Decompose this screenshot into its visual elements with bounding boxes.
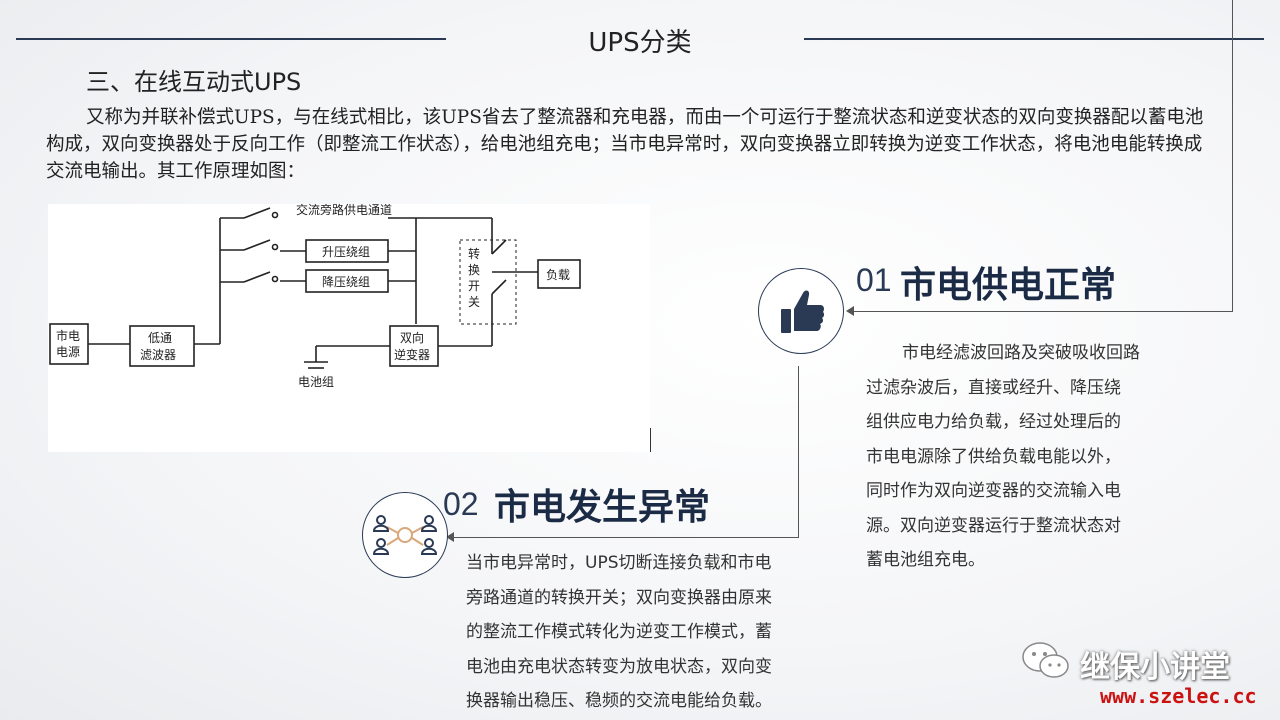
intro-paragraph: 又称为并联补偿式UPS，与在线式相比，该UPS省去了整流器和充电器，而由一个可运…: [46, 107, 1204, 182]
item2-line: 当市电异常时，UPS切断连接负载和市电: [466, 553, 772, 573]
lowpass-box: [129, 325, 195, 367]
load-label: 负载: [546, 268, 570, 282]
switch-label-3: 开: [468, 279, 480, 293]
header-line-left: [16, 38, 446, 40]
connector-right-horizontal: [852, 311, 1233, 312]
item1-icon-circle: [758, 268, 844, 354]
item1-line: 源。双向逆变器运行于整流状态对: [866, 515, 1121, 536]
watermark-name: 继保小讲堂: [1080, 650, 1230, 685]
lowpass-label-1: 低通: [148, 331, 172, 345]
divider-tick: [650, 428, 651, 452]
item2-line: 的整流工作模式转化为逆变工作模式，蓄: [466, 622, 772, 642]
item2-line: 换器输出稳压、稳频的交流电能给负载。: [466, 691, 772, 711]
connector-mid-vertical: [798, 366, 799, 538]
switch-label-1: 转: [468, 246, 480, 261]
item1-line: 同时作为双向逆变器的交流输入电: [866, 481, 1121, 501]
connector-mid-horizontal: [452, 537, 799, 538]
boost-label: 升压绕组: [322, 245, 370, 259]
item1-line: 市电电源除了供给负载电能以外，: [866, 446, 1121, 467]
wechat-icon: [1020, 640, 1072, 682]
inverter-label-2: 逆变器: [394, 347, 430, 362]
item1-text: 市电经滤波回路及突破吸收回路 过滤杂波后，直接或经升、降压绕 组供应电力给负载，…: [866, 336, 1196, 578]
item1-line: 蓄电池组充电。: [866, 550, 985, 570]
people-network-icon: [372, 515, 438, 555]
item2-number: 02: [443, 486, 479, 522]
watermark-url: www.szelec.cc: [1100, 684, 1257, 708]
buck-label: 降压绕组: [322, 275, 370, 289]
bypass-label: 交流旁路供电通道: [296, 204, 392, 217]
battery-label: 电池组: [298, 375, 334, 389]
load-box: [537, 259, 581, 289]
switch-label-4: 关: [468, 295, 480, 309]
mains-label-2: 电源: [56, 345, 80, 359]
page-title: UPS分类: [588, 28, 692, 58]
item2-line: 电池由充电状态转变为放电状态，双向变: [466, 656, 772, 677]
transfer-switch-frame: [459, 239, 517, 325]
circuit-diagram: 交流旁路供电通道 市电 电源 低通 滤波器 升压绕组 降压绕组 转 换 开 关 …: [48, 202, 650, 452]
inverter-label-1: 双向: [400, 330, 424, 345]
item2-icon-circle: [362, 492, 448, 578]
lowpass-label-2: 滤波器: [140, 348, 176, 362]
item1-line: 市电经滤波回路及突破吸收回路: [902, 343, 1140, 363]
item2-line: 旁路通道的转换开关；双向变换器由原来: [466, 587, 772, 608]
connector-right-vertical: [1232, 0, 1233, 312]
arrow-left-icon: [846, 306, 854, 316]
item1-title: 市电供电正常: [900, 265, 1117, 306]
switch-label-2: 换: [468, 263, 480, 277]
item1-number: 01: [856, 262, 892, 298]
item2-title: 市电发生异常: [494, 487, 711, 528]
circuit-diagram-svg: 交流旁路供电通道 市电 电源 低通 滤波器 升压绕组 降压绕组 转 换 开 关 …: [49, 202, 581, 389]
header-line-right: [804, 38, 1264, 40]
section-title: 三、在线互动式UPS: [86, 68, 302, 96]
item1-line: 过滤杂波后，直接或经升、降压绕: [866, 377, 1121, 398]
mains-label-1: 市电: [56, 328, 80, 343]
thumbs-up-icon: [781, 290, 825, 333]
item1-line: 组供应电力给负载，经过处理后的: [866, 412, 1121, 432]
arrow-left-icon-2: [446, 532, 454, 542]
item2-text: 当市电异常时，UPS切断连接负载和市电 旁路通道的转换开关；双向变换器由原来 的…: [466, 546, 811, 719]
